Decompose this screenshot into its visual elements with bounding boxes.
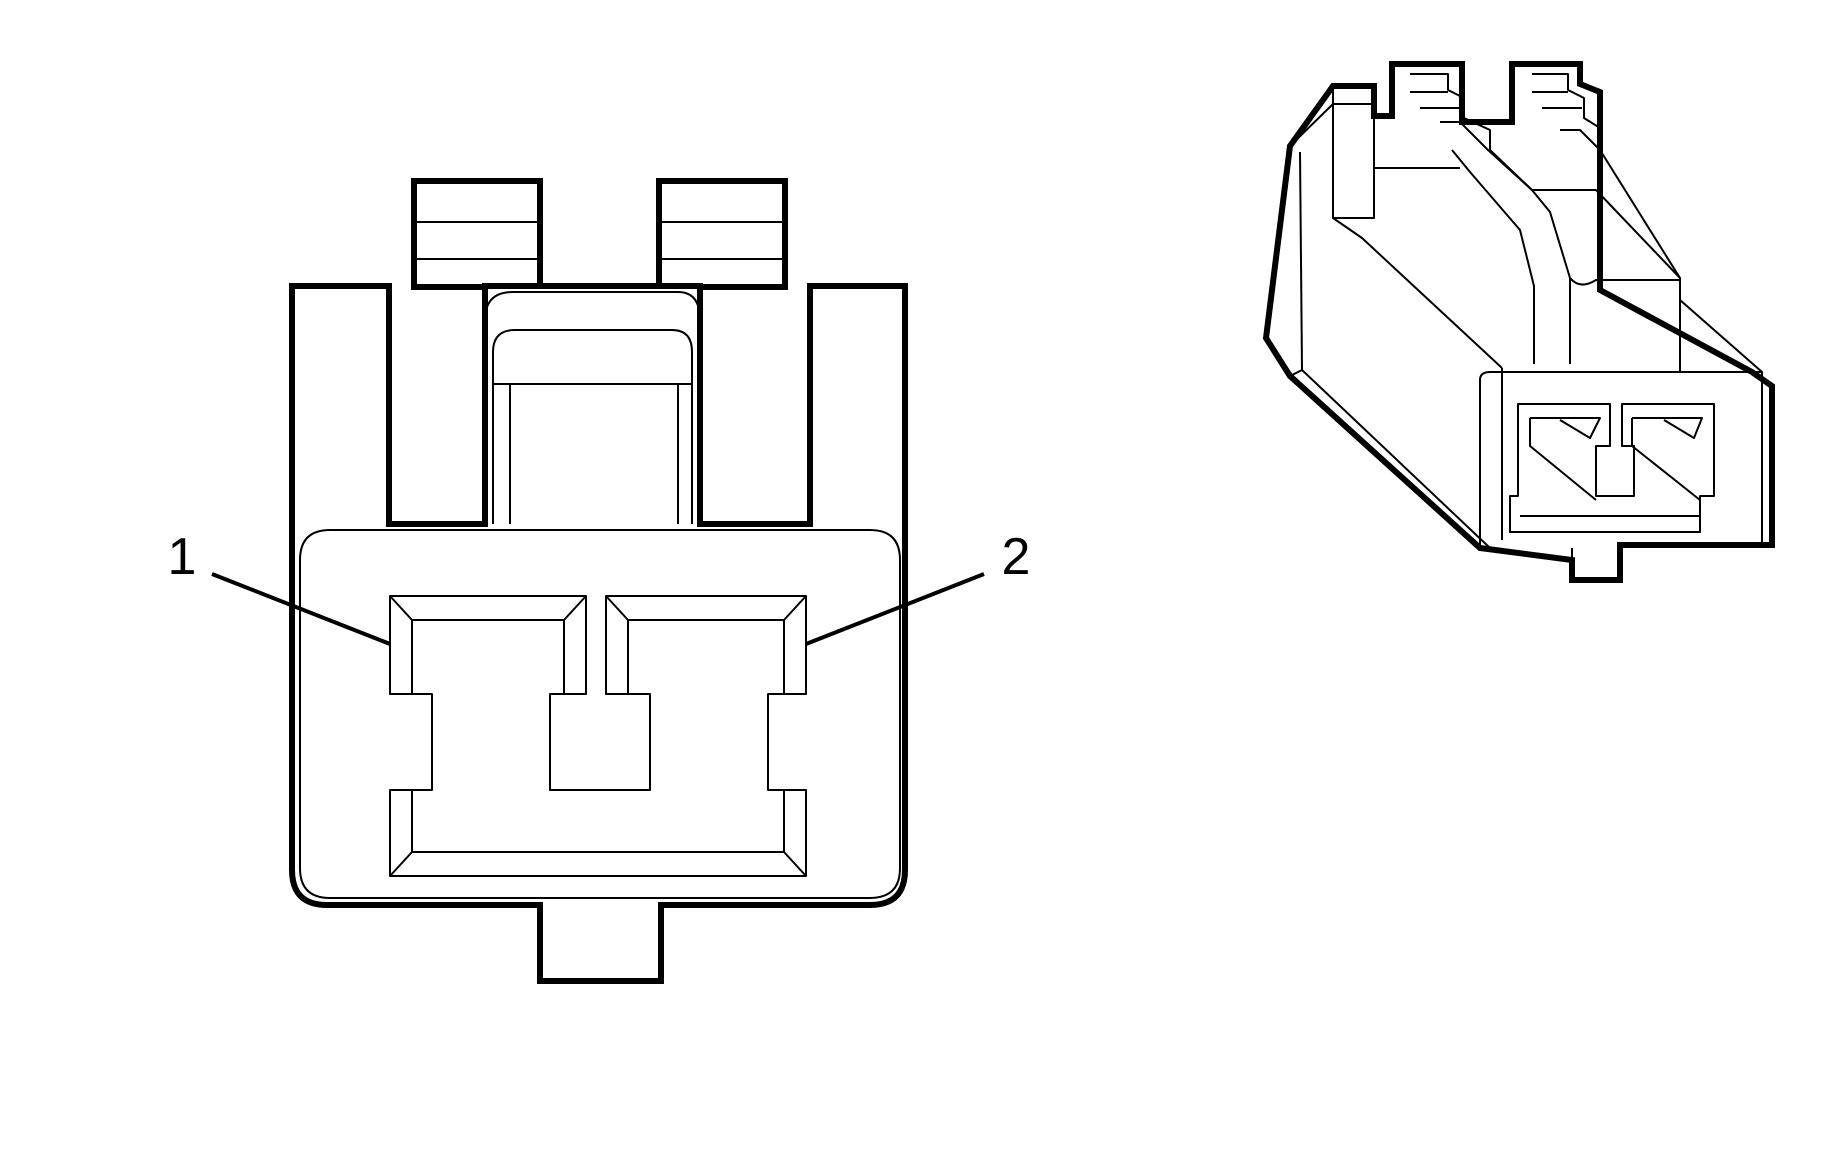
iso-post <box>1289 86 1503 369</box>
latch-tab-left <box>411 178 543 290</box>
iso-top-rib <box>1489 149 1681 372</box>
callout-leader-1 <box>211 572 391 646</box>
connector-face <box>299 529 901 899</box>
latch-tab-right <box>656 178 788 290</box>
iso-front-face <box>1479 299 1763 580</box>
iso-terminal-cavity <box>1509 403 1715 533</box>
callout-label-2: 2 <box>1002 528 1031 586</box>
callout-label-1: 1 <box>168 528 197 586</box>
connector-front-view: 1 2 <box>168 178 1031 984</box>
housing-bridge <box>484 291 701 524</box>
callout-leader-2 <box>805 572 985 646</box>
iso-housing-outline <box>1262 61 1775 583</box>
terminal-2-cavity <box>627 619 785 694</box>
iso-latch-tab-right <box>1532 73 1601 151</box>
connector-isometric-view <box>1262 61 1775 583</box>
terminal-cavity <box>389 595 807 877</box>
